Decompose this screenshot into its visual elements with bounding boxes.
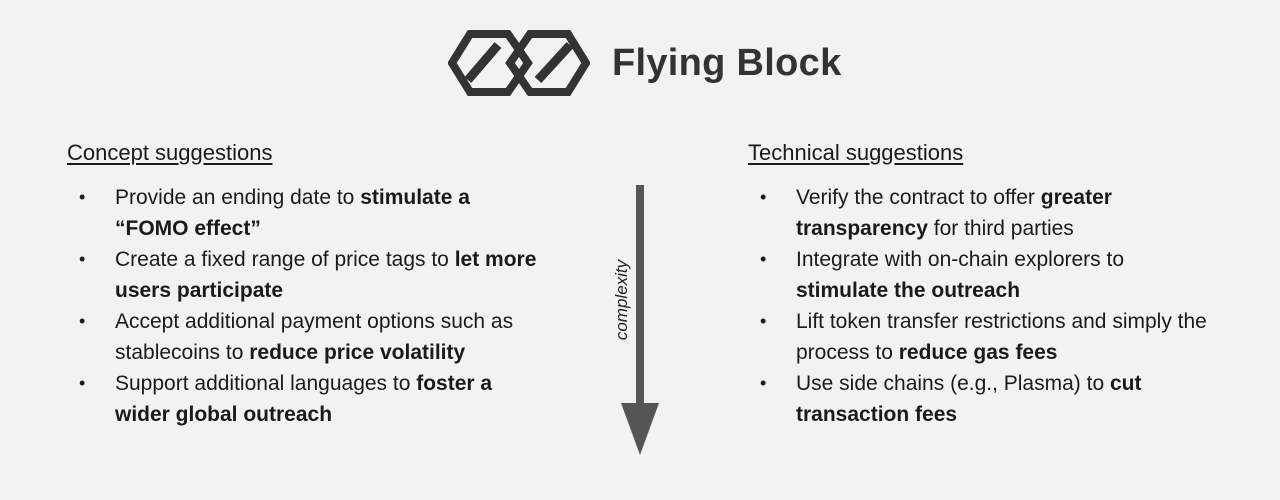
item-text: Lift token transfer restrictions and sim… [796, 310, 1207, 364]
item-text: Verify the contract to offer [796, 186, 1041, 209]
item-text: Use side chains (e.g., Plasma) to [796, 372, 1110, 395]
list-item: Use side chains (e.g., Plasma) to cut tr… [748, 368, 1218, 430]
brand-name: Flying Block [612, 41, 842, 84]
list-item: Provide an ending date to stimulate a “F… [67, 182, 547, 244]
item-text: Provide an ending date to [115, 186, 361, 209]
item-text: Support additional languages to [115, 372, 417, 395]
item-emphasis: stimulate a “FOMO effect” [115, 186, 470, 240]
concept-suggestions-column: Concept suggestions Provide an ending da… [67, 138, 547, 430]
item-text: Integrate with on-chain explorers to [796, 248, 1125, 271]
concept-list: Provide an ending date to stimulate a “F… [67, 182, 547, 430]
arrow-shaft [636, 185, 644, 407]
item-emphasis: foster a wider global outreach [115, 372, 493, 426]
concept-suggestions-title: Concept suggestions [67, 140, 273, 165]
arrow-head-icon [621, 403, 659, 455]
item-emphasis: greater transparency [796, 186, 1112, 240]
item-emphasis: reduce price volatility [249, 341, 466, 364]
item-emphasis: cut transaction fees [796, 372, 1142, 426]
list-item: Integrate with on-chain explorers to sti… [748, 244, 1218, 306]
item-emphasis: reduce gas fees [898, 341, 1058, 364]
item-text-after: for third parties [927, 217, 1074, 240]
list-item: Accept additional payment options such a… [67, 306, 547, 368]
item-text: Create a fixed range of price tags to [115, 248, 455, 271]
item-emphasis: let more users participate [115, 248, 537, 302]
item-emphasis: stimulate the outreach [796, 279, 1021, 302]
flying-block-logo-icon [448, 30, 590, 96]
item-text: Accept additional payment options such a… [115, 310, 514, 364]
list-item: Create a fixed range of price tags to le… [67, 244, 547, 306]
technical-suggestions-column: Technical suggestions Verify the contrac… [748, 138, 1218, 430]
logo: Flying Block [448, 30, 842, 96]
list-item: Lift token transfer restrictions and sim… [748, 306, 1218, 368]
technical-list: Verify the contract to offer greater tra… [748, 182, 1218, 430]
technical-suggestions-title: Technical suggestions [748, 140, 964, 165]
list-item: Verify the contract to offer greater tra… [748, 182, 1218, 244]
complexity-arrow [621, 185, 659, 455]
list-item: Support additional languages to foster a… [67, 368, 547, 430]
complexity-label: complexity [612, 259, 631, 341]
